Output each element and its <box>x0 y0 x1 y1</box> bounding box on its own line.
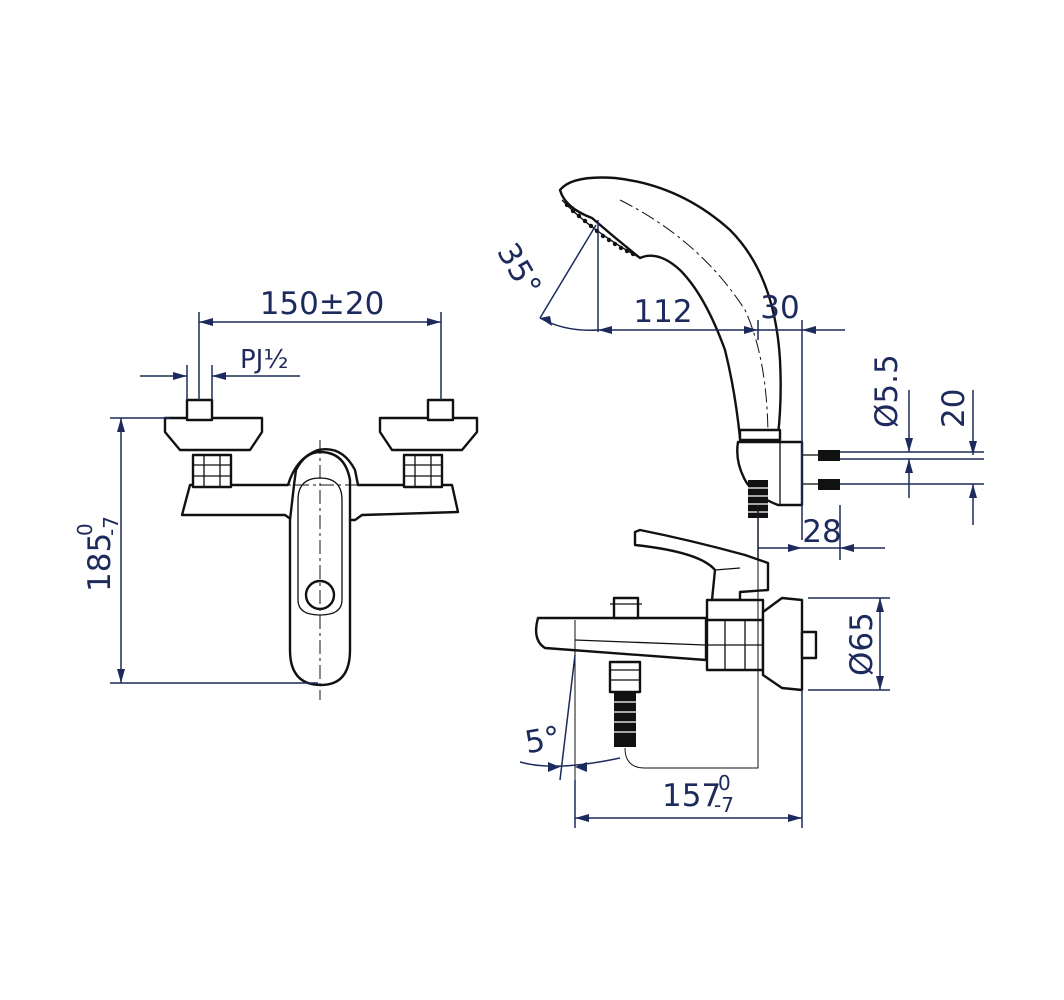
bracket-screw-upper <box>818 450 840 461</box>
dim-spout-tol-upper: 0 <box>718 771 731 795</box>
shower-bracket <box>736 440 804 507</box>
dim-spray-angle: 35° <box>489 237 548 303</box>
dim-height-tol-upper: 0 <box>73 523 97 536</box>
shower-hose-outlet <box>608 660 642 694</box>
right-escutcheon <box>378 416 479 452</box>
mixer-body-side <box>705 598 765 624</box>
bracket-hose-connector <box>748 480 768 518</box>
hand-shower <box>558 176 840 518</box>
front-view-mixer <box>163 398 479 700</box>
lever-handle <box>633 528 770 602</box>
dim-hole-spacing: 20 <box>936 389 972 428</box>
dim-spout-length-main: 157 <box>662 778 721 814</box>
dim-spout-tol-lower: -7 <box>714 793 734 817</box>
dim-handset-offset: 30 <box>760 290 799 326</box>
dim-thread: PJ½ <box>240 345 289 375</box>
right-connection-nut <box>402 453 444 489</box>
dim-height-tol-lower: -7 <box>99 516 123 536</box>
dim-spout-angle: 5° <box>522 720 563 762</box>
dim-escutcheon-diameter: Ø65 <box>844 612 880 676</box>
side-view-dimensions: Ø65 5° 157 0 -7 <box>519 597 890 828</box>
dim-height-main: 185 <box>82 533 118 592</box>
diverter-knob <box>612 596 640 620</box>
dim-hole-diameter: Ø5.5 <box>869 354 905 428</box>
dim-reach-handset: 112 <box>633 294 692 330</box>
dim-center-distance: 150±20 <box>260 286 385 322</box>
dim-bracket-depth: 28 <box>802 514 841 550</box>
left-connection-nut <box>191 453 233 489</box>
bracket-screw-lower <box>818 479 840 490</box>
left-escutcheon <box>163 416 264 452</box>
spout <box>534 616 708 662</box>
side-view-mixer <box>534 505 818 780</box>
side-escutcheon <box>761 596 804 692</box>
front-view-dimensions: 150±20 PJ½ 185 0 -7 <box>73 286 442 684</box>
